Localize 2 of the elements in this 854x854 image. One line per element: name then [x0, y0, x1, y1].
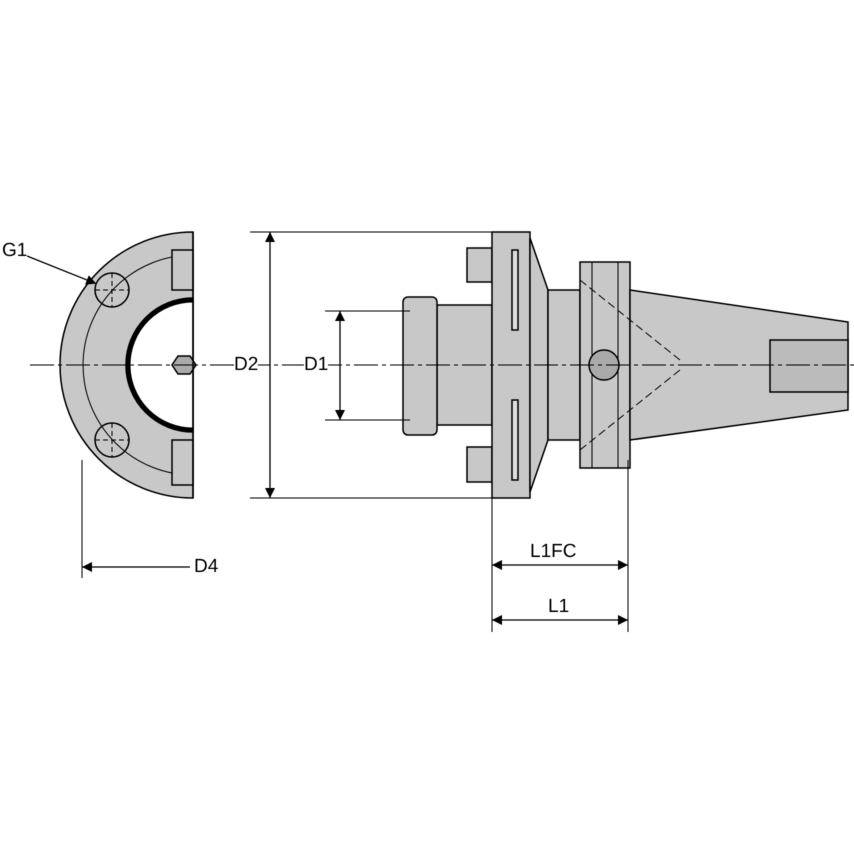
- bolt-hole: [94, 272, 130, 308]
- leader-line: [26, 255, 96, 285]
